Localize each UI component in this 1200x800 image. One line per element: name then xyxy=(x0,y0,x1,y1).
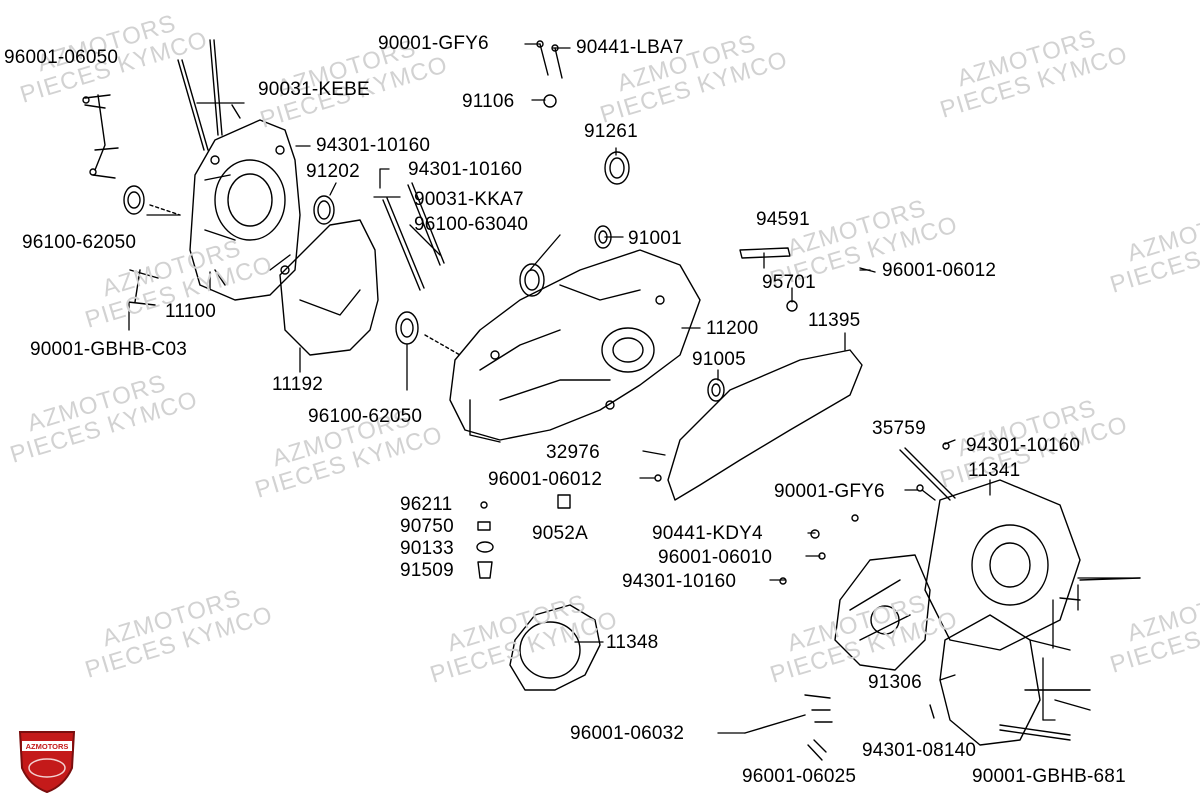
part-label-96211[interactable]: 96211 xyxy=(400,494,453,515)
small-fasteners-right xyxy=(654,267,950,585)
part-label-91509[interactable]: 91509 xyxy=(400,560,454,581)
bearing-96100-62050-center xyxy=(395,311,461,356)
part-label-96001-06025[interactable]: 96001-06025 xyxy=(742,766,857,787)
transmission-case-assembly xyxy=(834,554,931,671)
part-label-90001-gfy6[interactable]: 90001-GFY6 xyxy=(378,33,489,54)
part-label-91106[interactable]: 91106 xyxy=(462,91,515,112)
logo-text: AZMOTORS xyxy=(26,742,69,751)
part-label-91202[interactable]: 91202 xyxy=(306,161,360,182)
part-label-90031-kka7[interactable]: 90031-KKA7 xyxy=(414,189,524,210)
part-label-91005[interactable]: 91005 xyxy=(692,349,746,370)
bolts-90001-gbhb-681 xyxy=(999,577,1141,741)
part-label-94301-10160[interactable]: 94301-10160 xyxy=(966,435,1081,456)
bolt-95701 xyxy=(786,300,798,312)
part-label-95701[interactable]: 95701 xyxy=(762,272,816,293)
part-label-9052a[interactable]: 9052A xyxy=(532,523,588,544)
bolts-90001-gbhb-c03 xyxy=(127,269,159,306)
part-label-94301-08140[interactable]: 94301-08140 xyxy=(862,740,977,761)
part-label-96001-06010[interactable]: 96001-06010 xyxy=(658,547,773,568)
bolt-90001-gfy6-top xyxy=(536,40,563,79)
part-label-90001-gbhb-681[interactable]: 90001-GBHB-681 xyxy=(972,766,1126,787)
part-label-96001-06032[interactable]: 96001-06032 xyxy=(570,723,685,744)
part-label-96100-63040[interactable]: 96100-63040 xyxy=(414,214,529,235)
part-label-96100-62050[interactable]: 96100-62050 xyxy=(308,406,423,427)
part-label-91261[interactable]: 91261 xyxy=(584,121,638,142)
washer-91106 xyxy=(543,94,557,108)
transmission-cover-11341 xyxy=(924,479,1081,651)
bearing-96100-63040 xyxy=(519,263,545,297)
part-label-11348[interactable]: 11348 xyxy=(606,632,659,653)
part-label-96001-06012[interactable]: 96001-06012 xyxy=(488,469,603,490)
oil-seal-91001 xyxy=(594,225,612,249)
part-label-90441-kdy4[interactable]: 90441-KDY4 xyxy=(652,523,763,544)
part-label-11341[interactable]: 11341 xyxy=(968,460,1021,481)
part-label-90001-gbhb-c03[interactable]: 90001-GBHB-C03 xyxy=(30,339,187,360)
part-label-90031-kebe[interactable]: 90031-KEBE xyxy=(258,79,370,100)
stud-bolts-90031-kka7 xyxy=(382,182,445,291)
gasket-11192 xyxy=(279,219,379,356)
bolts-96001-06025 xyxy=(807,739,827,761)
part-label-91306[interactable]: 91306 xyxy=(868,672,922,693)
gasket-91306 xyxy=(939,614,1041,746)
part-label-96100-62050[interactable]: 96100-62050 xyxy=(22,232,137,253)
part-label-11200[interactable]: 11200 xyxy=(706,318,759,339)
right-crankcase-11200 xyxy=(449,249,701,443)
part-label-90750[interactable]: 90750 xyxy=(400,516,454,537)
bolt-90001-gfy6-mid xyxy=(916,484,936,501)
clutch-cover-11348 xyxy=(509,604,601,691)
azmotors-logo: AZMOTORS xyxy=(18,731,76,794)
oil-seal-91202 xyxy=(313,195,335,225)
part-label-94301-10160[interactable]: 94301-10160 xyxy=(316,135,431,156)
bolt-94301-08140 xyxy=(929,704,935,719)
part-label-94301-10160[interactable]: 94301-10160 xyxy=(408,159,523,180)
left-crankcase-cover-11100 xyxy=(189,119,301,301)
part-label-94591[interactable]: 94591 xyxy=(756,209,810,230)
bolts-96001-06032 xyxy=(744,694,833,734)
part-label-90133[interactable]: 90133 xyxy=(400,538,454,559)
part-label-11100[interactable]: 11100 xyxy=(165,301,217,322)
part-label-96001-06012[interactable]: 96001-06012 xyxy=(882,260,997,281)
part-label-11395[interactable]: 11395 xyxy=(808,310,861,331)
plate-94591 xyxy=(739,247,791,259)
part-label-35759[interactable]: 35759 xyxy=(872,418,926,439)
part-label-32976[interactable]: 32976 xyxy=(546,442,600,463)
oil-seal-91005 xyxy=(707,378,725,402)
part-label-11192[interactable]: 11192 xyxy=(272,374,324,395)
bearing-96100-62050-left xyxy=(123,185,181,216)
breather-hose-35759 xyxy=(899,447,956,501)
small-parts-group xyxy=(476,494,571,579)
part-label-91001[interactable]: 91001 xyxy=(628,228,682,249)
part-label-96001-06050[interactable]: 96001-06050 xyxy=(4,47,119,68)
bolts-96001-06050 xyxy=(82,94,119,179)
part-label-94301-10160[interactable]: 94301-10160 xyxy=(622,571,737,592)
gasket-11395 xyxy=(667,349,863,501)
part-label-90001-gfy6[interactable]: 90001-GFY6 xyxy=(774,481,885,502)
part-label-90441-lba7[interactable]: 90441-LBA7 xyxy=(576,37,684,58)
stud-bolts-90031-kebe xyxy=(177,39,241,151)
oil-seal-91261 xyxy=(604,151,630,185)
